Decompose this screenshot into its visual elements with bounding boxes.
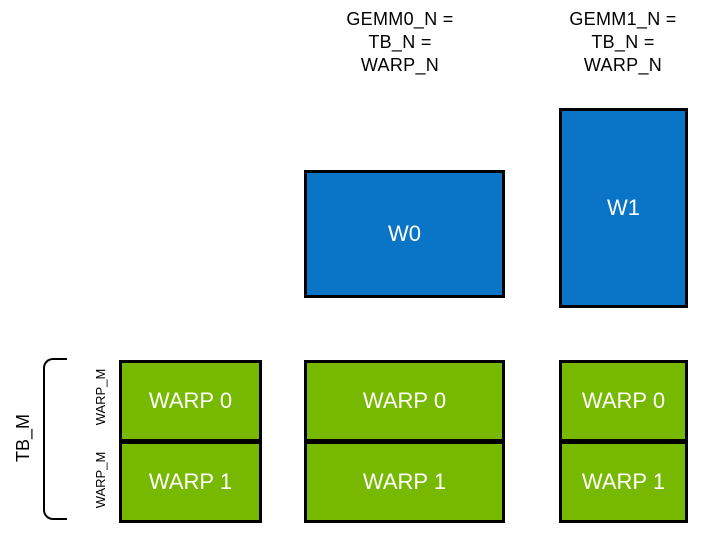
- gemm0-column-header: GEMM0_N = TB_N = WARP_N: [346, 9, 454, 75]
- warp-column-middle: WARP 0 WARP 1: [304, 360, 505, 523]
- warp-tile: WARP 1: [304, 441, 505, 523]
- w0-label: W0: [388, 221, 421, 246]
- warp-tile: WARP 1: [119, 441, 262, 523]
- warp-tile: WARP 0: [119, 360, 262, 442]
- tb-m-bracket: [43, 358, 67, 520]
- warp-tile: WARP 0: [559, 360, 688, 442]
- warp-tile: WARP 0: [304, 360, 505, 442]
- warp-column-left: WARP 0 WARP 1: [119, 360, 262, 523]
- warp-tile: WARP 1: [559, 441, 688, 523]
- tb-m-label: TB_M: [13, 414, 33, 463]
- w1-label: W1: [607, 195, 640, 220]
- warp-m-label-bottom: WARP_M: [93, 451, 108, 509]
- gemm1-warp-tile-w1: W1: [559, 108, 688, 308]
- warp-m-label-top: WARP_M: [93, 368, 108, 426]
- gemm0-warp-tile-w0: W0: [304, 170, 505, 298]
- warp-column-right: WARP 0 WARP 1: [559, 360, 688, 523]
- gemm1-column-header: GEMM1_N = TB_N = WARP_N: [569, 9, 677, 75]
